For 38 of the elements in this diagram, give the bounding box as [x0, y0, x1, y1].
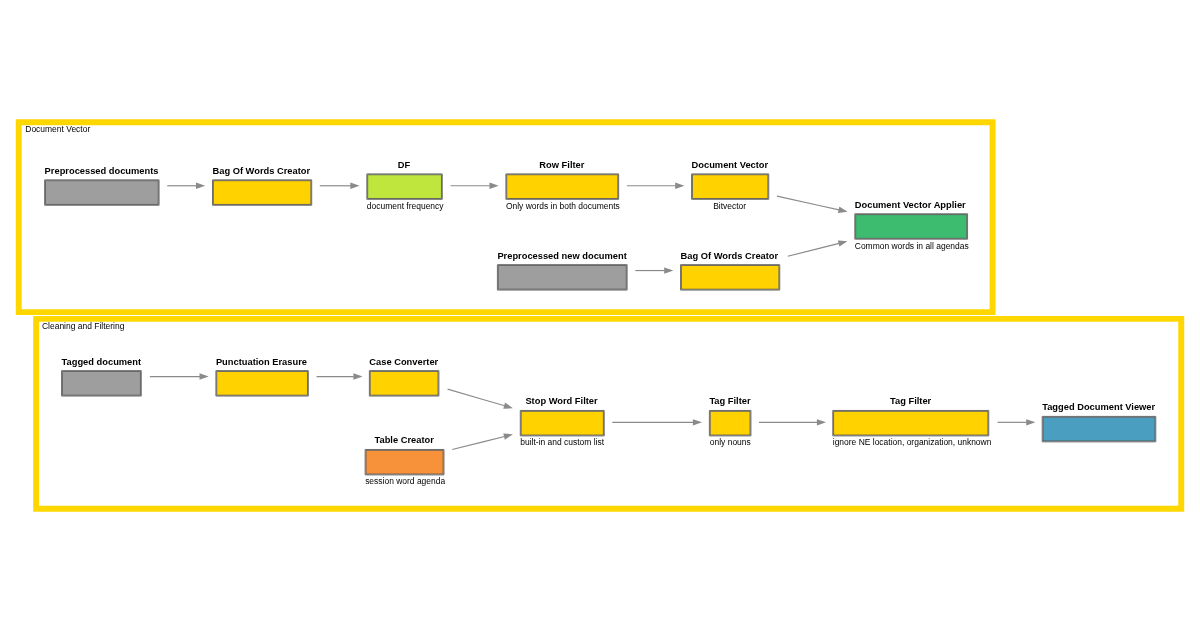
node-label: Row Filter: [539, 159, 585, 170]
node-label: built-in and custom list: [520, 436, 605, 447]
node-label: Document Vector: [691, 159, 769, 170]
arrow: [319, 182, 360, 189]
node-label: Common words in all agendas: [854, 240, 969, 251]
node-label: ignore NE location, organization, unknown: [832, 436, 992, 447]
node-label: Document Vector Applier: [854, 199, 966, 210]
node-label: Only words in both documents: [505, 200, 620, 211]
node-label: Tagged Document Viewer: [1042, 401, 1156, 412]
arrow: [449, 182, 499, 189]
node-label: DF: [397, 159, 411, 170]
arrow: [758, 418, 827, 426]
node-label: Table Creator: [374, 434, 434, 445]
arrow: [315, 372, 363, 380]
node-label: document frequency: [366, 200, 444, 211]
node-label: Tag Filter: [889, 395, 932, 406]
arrow: [451, 432, 513, 450]
node-label: Bag Of Words Creator: [212, 165, 311, 176]
node-label: Tagged document: [61, 356, 142, 367]
node-label: only nouns: [709, 436, 751, 447]
arrow: [626, 182, 685, 189]
node-label: Stop Word Filter: [525, 395, 598, 406]
node-label: Punctuation Erasure: [215, 356, 307, 367]
node-label: Case Converter: [369, 356, 439, 367]
node-label: Preprocessed documents: [44, 165, 159, 176]
node-label: session word agenda: [365, 475, 446, 486]
arrow: [634, 266, 674, 274]
arrow: [996, 418, 1036, 426]
node-label: Preprocessed new document: [497, 250, 627, 261]
arrow: [447, 387, 513, 409]
arrow: [166, 182, 206, 189]
arrow: [149, 372, 209, 380]
arrow: [776, 195, 848, 213]
arrow: [787, 239, 848, 257]
node-label: Bitvector: [713, 200, 747, 211]
node-label: Tag Filter: [709, 395, 751, 406]
arrow: [611, 418, 703, 426]
node-label: Bag Of Words Creator: [680, 250, 779, 261]
